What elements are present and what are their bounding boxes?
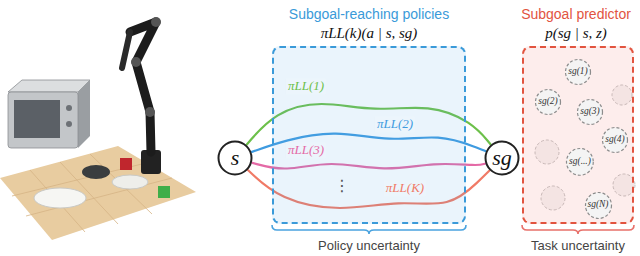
edge-label: πLL(3): [286, 142, 326, 158]
toaster-oven: [8, 92, 78, 148]
circle-shape: [219, 142, 252, 175]
node-label: sg(N): [588, 200, 609, 209]
node-label: sg(2): [538, 97, 557, 106]
node-label: sg(...): [569, 157, 591, 166]
node-label: sg(1): [568, 67, 587, 76]
brace: [272, 225, 466, 234]
circle-shape: [585, 192, 611, 218]
edge-label: πLL(1): [286, 78, 326, 94]
state-node: sg: [484, 140, 520, 176]
subgoal-sample: sg(4): [601, 126, 629, 154]
bowl: [82, 165, 110, 179]
circle-shape: [578, 100, 603, 125]
subgoal-sample: sg(3): [576, 98, 604, 126]
circle-shape: [603, 128, 628, 153]
robot-arm: [130, 22, 156, 152]
green-cube: [158, 186, 170, 198]
subgoal-sample: sg(2): [534, 88, 562, 116]
table-surface: [0, 146, 196, 240]
brace: [522, 225, 634, 234]
node-label: s: [231, 147, 240, 169]
state-node: s: [217, 140, 253, 176]
subgoal-sample: sg(N): [584, 191, 613, 220]
formula: πLL(k)(a | s, sg): [266, 23, 472, 43]
node-label: sg(3): [580, 107, 599, 116]
robot-gripper: [122, 32, 130, 68]
region-title: Subgoal-reaching policies: [266, 5, 472, 23]
edge-label: πLL(2): [375, 116, 415, 132]
brace-label: Policy uncertainty: [318, 238, 420, 254]
brace-label: Task uncertainty: [531, 238, 625, 254]
oven-side: [78, 80, 90, 148]
robot-joint: [145, 107, 155, 117]
region-title: Subgoal predictor: [514, 5, 638, 23]
oven-knob: [66, 121, 72, 127]
circle-shape: [567, 149, 594, 176]
dashed-outline: [272, 46, 466, 224]
robot-joint: [131, 57, 141, 67]
node-label: sg(4): [605, 135, 624, 144]
edge-label: πLL(K): [384, 180, 426, 196]
node-label: sg: [492, 147, 512, 169]
oven-window: [14, 100, 60, 138]
dashed-region: Subgoal-reaching policiesπLL(k)(a | s, s…: [266, 2, 472, 224]
formula: p(sg | s, z): [514, 23, 638, 43]
ellipsis-mark: ⋮: [334, 176, 350, 195]
oven-top: [8, 80, 90, 92]
circle-shape: [486, 142, 519, 175]
subgoal-sample: sg(...): [565, 147, 595, 177]
dashed-region: Subgoal predictorp(sg | s, z) sg(1) sg(2) s…: [514, 2, 638, 224]
red-cube: [120, 158, 132, 170]
plate: [34, 188, 86, 208]
plate: [112, 175, 148, 189]
robot-joint: [151, 17, 161, 27]
subgoal-sample: sg(1): [564, 58, 592, 86]
robot-scene: [0, 17, 196, 240]
circle-shape: [536, 90, 561, 115]
circle-shape: [566, 60, 591, 85]
oven-knob: [66, 105, 72, 111]
